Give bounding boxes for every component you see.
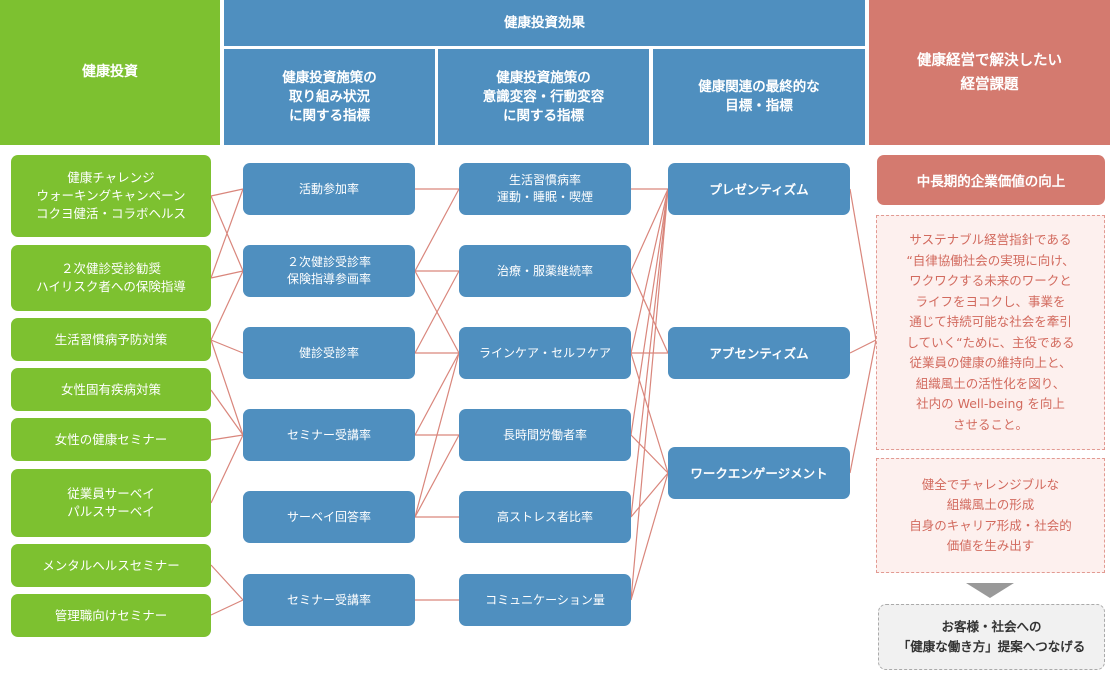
activity-indicator: セミナー受講率 <box>243 409 415 461</box>
investment-item: ２次健診受診勧奨 ハイリスク者への保険指導 <box>11 245 211 311</box>
behavior-indicator: コミュニケーション量 <box>459 574 631 626</box>
connector-line <box>630 188 669 272</box>
activity-indicator: サーベイ回答率 <box>243 491 415 543</box>
behavior-indicator: 治療・服薬継続率 <box>459 245 631 297</box>
connector-line <box>210 339 244 354</box>
activity-indicator: 活動参加率 <box>243 163 415 215</box>
connector-line <box>210 270 244 341</box>
behavior-indicator: ラインケア・セルフケア <box>459 327 631 379</box>
connector-line <box>210 389 244 436</box>
connector-line <box>630 472 669 518</box>
investment-item: 生活習慣病予防対策 <box>11 318 211 361</box>
connector-line <box>849 339 877 474</box>
connector-line <box>414 188 460 272</box>
investment-item: 管理職向けセミナー <box>11 594 211 637</box>
connector-line <box>630 188 669 601</box>
connector-line <box>630 188 669 354</box>
connector-line <box>210 339 244 436</box>
connector-line <box>210 564 244 601</box>
header-final-indicators: 健康関連の最終的な 目標・指標 <box>653 49 865 145</box>
connector-line <box>414 352 460 436</box>
connector-line <box>210 188 244 279</box>
behavior-indicator: 長時間労働者率 <box>459 409 631 461</box>
outcome-box: お客様・社会への 「健康な働き方」提案へつなげる <box>878 604 1105 670</box>
header-activity-indicators: 健康投資施策の 取り組み状況 に関する指標 <box>224 49 435 145</box>
connector-line <box>414 434 460 518</box>
connector-line <box>630 188 669 436</box>
connector-line <box>414 352 460 518</box>
behavior-indicator: 高ストレス者比率 <box>459 491 631 543</box>
down-arrow-icon <box>966 583 1014 598</box>
investment-item: 女性固有疾病対策 <box>11 368 211 411</box>
connector-line <box>210 434 244 441</box>
header-behavior-indicators: 健康投資施策の 意識変容・行動変容 に関する指標 <box>438 49 649 145</box>
final-indicator-presenteeism: プレゼンティズム <box>668 163 850 215</box>
activity-indicator: ２次健診受診率 保険指導参画率 <box>243 245 415 297</box>
investment-item: 女性の健康セミナー <box>11 418 211 461</box>
connector-line <box>414 270 460 354</box>
activity-indicator: 健診受診率 <box>243 327 415 379</box>
issue-title: 中長期的企業価値の向上 <box>877 155 1105 205</box>
connector-line <box>210 599 244 616</box>
connector-line <box>849 339 877 354</box>
connector-line <box>630 434 669 474</box>
connector-line <box>210 188 244 197</box>
culture-box: 健全でチャレンジブルな 組織風土の形成 自身のキャリア形成・社会的 価値を生み出… <box>876 458 1105 573</box>
final-indicator-absenteeism: アブセンティズム <box>668 327 850 379</box>
final-indicator-work-engagement: ワークエンゲージメント <box>668 447 850 499</box>
connector-line <box>849 188 877 341</box>
investment-item: 従業員サーベイ パルスサーベイ <box>11 469 211 537</box>
policy-box: サステナブル経営指針である “自律協働社会の実現に向け、 ワクワクする未来のワー… <box>876 215 1105 450</box>
header-issues: 健康経営で解決したい 経営課題 <box>869 0 1110 145</box>
connector-line <box>210 270 244 279</box>
behavior-indicator: 生活習慣病率 運動・睡眠・喫煙 <box>459 163 631 215</box>
header-effects: 健康投資効果 <box>224 0 865 46</box>
activity-indicator: セミナー受講率 <box>243 574 415 626</box>
investment-item: メンタルヘルスセミナー <box>11 544 211 587</box>
connector-line <box>630 188 669 518</box>
header-investment: 健康投資 <box>0 0 220 145</box>
connector-line <box>630 472 669 601</box>
investment-item: 健康チャレンジ ウォーキングキャンペーン コクヨ健活・コラボヘルス <box>11 155 211 237</box>
connector-line <box>210 434 244 504</box>
connector-line <box>630 352 669 474</box>
